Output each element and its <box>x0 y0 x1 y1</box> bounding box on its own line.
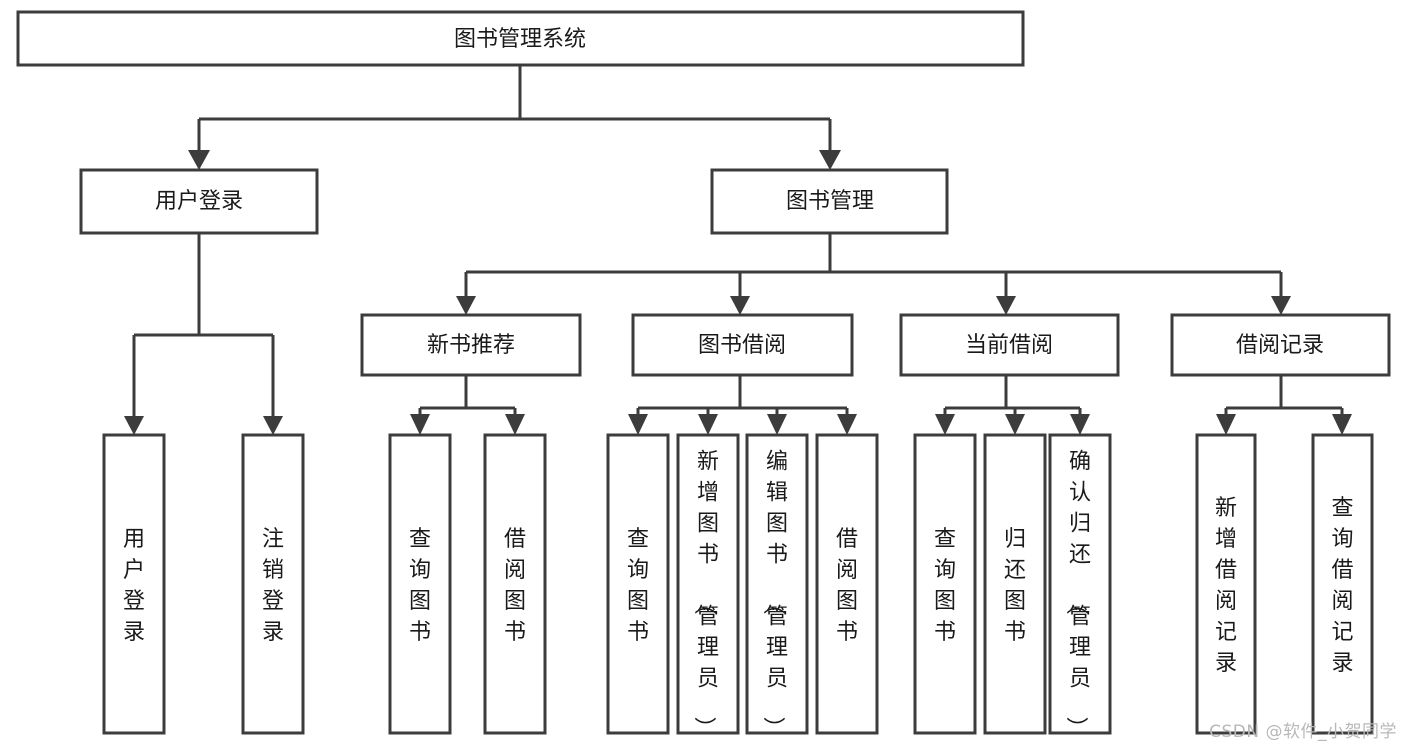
node-leaf-edit-book[interactable]: 编辑图书（管理员） <box>745 433 809 739</box>
connector-group-user-login-leaves <box>124 233 283 435</box>
node-leaf-return-book-box[interactable] <box>983 433 1047 735</box>
node-book-borrow-box[interactable] <box>631 313 854 377</box>
node-leaf-query-borrow-record-label: 查询借阅记录 <box>1331 496 1353 676</box>
node-leaf-borrow-book-rec-label: 借阅图书 <box>504 527 526 645</box>
node-leaf-add-borrow-record-label: 新增借阅记录 <box>1215 496 1237 676</box>
arrowhead-leaf-borrow-book <box>837 414 857 435</box>
node-leaf-logout-login-box[interactable] <box>241 433 305 735</box>
node-root-box[interactable] <box>16 10 1025 67</box>
node-leaf-user-login-box[interactable] <box>102 433 166 735</box>
arrowhead-new-book-rec <box>456 296 476 315</box>
node-borrow-record[interactable]: 借阅记录 <box>1170 313 1391 377</box>
node-leaf-edit-book-label: 编辑图书（管理员） <box>760 450 788 739</box>
node-book-manage-label: 图书管理 <box>786 189 874 214</box>
node-leaf-add-book-box[interactable] <box>676 433 740 735</box>
node-current-borrow[interactable]: 当前借阅 <box>899 313 1120 377</box>
node-leaf-add-book[interactable]: 新增图书（管理员） <box>676 433 740 739</box>
node-leaf-confirm-return-label: 确认归还（管理员） <box>1063 450 1091 739</box>
connector-group-borrow-record-leaves <box>1216 375 1352 435</box>
node-book-borrow[interactable]: 图书借阅 <box>631 313 854 377</box>
arrowhead-leaf-add-borrow-record <box>1216 414 1236 435</box>
node-leaf-borrow-book-rec[interactable]: 借阅图书 <box>483 433 547 735</box>
arrowhead-user-login <box>188 150 210 170</box>
arrowhead-leaf-return-book <box>1005 414 1025 435</box>
arrowhead-leaf-edit-book <box>767 414 787 435</box>
connector-group-current-borrow-leaves <box>935 375 1090 435</box>
node-leaf-logout-login-label: 注销登录 <box>262 527 284 645</box>
node-leaf-query-book-rec-label: 查询图书 <box>409 527 431 645</box>
node-new-book-rec-label: 新书推荐 <box>427 333 515 358</box>
arrowhead-leaf-confirm-return <box>1070 414 1090 435</box>
node-leaf-add-borrow-record-box[interactable] <box>1195 433 1257 735</box>
node-leaf-return-book[interactable]: 归还图书 <box>983 433 1047 735</box>
arrowhead-current-borrow <box>996 296 1016 315</box>
leaf-node-layer: 用户登录 注销登录 查询图书 借阅图书 查询图书 新增图书（管理员） 编辑图书（管理员） 借阅… <box>102 433 1374 739</box>
node-current-borrow-box[interactable] <box>899 313 1120 377</box>
node-leaf-borrow-book-box[interactable] <box>815 433 879 735</box>
node-leaf-borrow-book[interactable]: 借阅图书 <box>815 433 879 735</box>
node-leaf-borrow-book-label: 借阅图书 <box>836 527 858 645</box>
connector-group-book-manage-to-level3 <box>456 233 1291 315</box>
arrowhead-leaf-user-login <box>124 416 144 435</box>
node-leaf-borrow-book-rec-box[interactable] <box>483 433 547 735</box>
node-leaf-query-book-current-label: 查询图书 <box>934 527 956 645</box>
node-book-manage[interactable]: 图书管理 <box>710 168 949 235</box>
node-root[interactable]: 图书管理系统 <box>16 10 1025 67</box>
arrowhead-leaf-add-book <box>698 414 718 435</box>
node-leaf-user-login[interactable]: 用户登录 <box>102 433 166 735</box>
node-leaf-query-book-borrow-box[interactable] <box>606 433 670 735</box>
arrowhead-leaf-query-book-rec <box>410 414 430 435</box>
arrowhead-leaf-query-borrow-record <box>1332 414 1352 435</box>
node-leaf-confirm-return[interactable]: 确认归还（管理员） <box>1048 433 1112 739</box>
node-leaf-confirm-return-box[interactable] <box>1048 433 1112 735</box>
csdn-watermark: CSDN @软件_小贺同学 <box>1209 722 1397 742</box>
node-book-manage-box[interactable] <box>710 168 949 235</box>
node-leaf-query-book-borrow-label: 查询图书 <box>627 527 649 645</box>
node-leaf-query-book-rec[interactable]: 查询图书 <box>388 433 452 735</box>
arrowhead-book-borrow <box>730 296 750 315</box>
arrowhead-borrow-record <box>1271 296 1291 315</box>
connector-group-book-borrow-leaves <box>628 375 857 435</box>
node-leaf-user-login-label: 用户登录 <box>123 527 145 645</box>
node-leaf-query-borrow-record-box[interactable] <box>1311 433 1374 735</box>
node-new-book-rec-box[interactable] <box>360 313 582 377</box>
node-borrow-record-label: 借阅记录 <box>1236 333 1324 358</box>
node-leaf-query-book-current-box[interactable] <box>913 433 977 735</box>
connector-group-new-book-rec-leaves <box>410 375 525 435</box>
node-current-borrow-label: 当前借阅 <box>965 333 1053 358</box>
node-user-login-label: 用户登录 <box>155 189 243 214</box>
arrowhead-book-manage <box>819 150 841 170</box>
arrowhead-leaf-query-book-borrow <box>628 414 648 435</box>
node-leaf-add-borrow-record[interactable]: 新增借阅记录 <box>1195 433 1257 735</box>
node-user-login-box[interactable] <box>79 168 319 235</box>
node-leaf-query-borrow-record[interactable]: 查询借阅记录 <box>1311 433 1374 735</box>
arrowhead-leaf-borrow-book-rec <box>505 414 525 435</box>
node-leaf-return-book-label: 归还图书 <box>1004 527 1026 645</box>
arrowhead-leaf-query-book-current <box>935 414 955 435</box>
node-leaf-add-book-label: 新增图书（管理员） <box>691 450 719 739</box>
node-leaf-query-book-rec-box[interactable] <box>388 433 452 735</box>
node-leaf-query-book-current[interactable]: 查询图书 <box>913 433 977 735</box>
node-user-login[interactable]: 用户登录 <box>79 168 319 235</box>
node-new-book-rec[interactable]: 新书推荐 <box>360 313 582 377</box>
node-leaf-logout-login[interactable]: 注销登录 <box>241 433 305 735</box>
node-book-borrow-label: 图书借阅 <box>698 333 786 358</box>
node-borrow-record-box[interactable] <box>1170 313 1391 377</box>
node-leaf-edit-book-box[interactable] <box>745 433 809 735</box>
node-leaf-query-book-borrow[interactable]: 查询图书 <box>606 433 670 735</box>
arrowhead-leaf-logout <box>263 416 283 435</box>
node-root-label: 图书管理系统 <box>454 27 586 52</box>
connector-group-root-to-level2 <box>188 65 841 170</box>
